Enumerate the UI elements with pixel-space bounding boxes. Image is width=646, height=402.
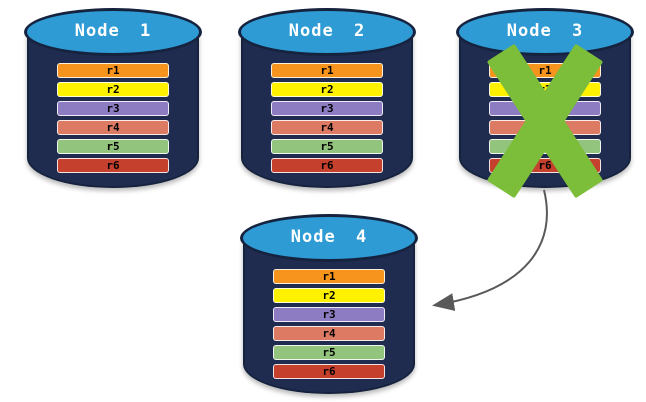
- replica-row-r6: r6: [57, 158, 169, 173]
- replica-row-r3: r3: [271, 101, 383, 116]
- node-4-title: Node 4: [290, 227, 368, 247]
- node-3-cylinder-top: Node 3: [456, 8, 634, 56]
- node-4-cylinder-top: Node 4: [240, 214, 418, 262]
- replica-row-r3: r3: [57, 101, 169, 116]
- node-1-title: Node 1: [74, 21, 152, 41]
- node-1-cylinder-top: Node 1: [24, 8, 202, 56]
- node-3-title: Node 3: [506, 21, 584, 41]
- replica-row-r6: r6: [273, 364, 385, 379]
- replica-row-r2: r2: [271, 82, 383, 97]
- replica-row-r1: r1: [57, 63, 169, 78]
- replica-row-r2: r2: [57, 82, 169, 97]
- replica-row-r2: r2: [273, 288, 385, 303]
- node-2-title: Node 2: [288, 21, 366, 41]
- node-1-replica-rows: r1 r2 r3 r4 r5 r6: [57, 63, 169, 177]
- node-1: Node 1 r1 r2 r3 r4 r5 r6: [24, 8, 202, 190]
- failure-x-icon: [486, 43, 604, 199]
- arrow-curve: [432, 189, 548, 311]
- replica-row-r5: r5: [273, 345, 385, 360]
- node-4-replica-rows: r1 r2 r3 r4 r5 r6: [273, 269, 385, 383]
- replica-row-r1: r1: [271, 63, 383, 78]
- node-2-replica-rows: r1 r2 r3 r4 r5 r6: [271, 63, 383, 177]
- replica-row-r4: r4: [271, 120, 383, 135]
- replica-row-r5: r5: [57, 139, 169, 154]
- node-2-cylinder-top: Node 2: [238, 8, 416, 56]
- node-4: Node 4 r1 r2 r3 r4 r5 r6: [240, 214, 418, 396]
- node-2: Node 2 r1 r2 r3 r4 r5 r6: [238, 8, 416, 190]
- replica-row-r5: r5: [271, 139, 383, 154]
- replica-row-r6: r6: [271, 158, 383, 173]
- replica-row-r1: r1: [273, 269, 385, 284]
- replica-row-r3: r3: [273, 307, 385, 322]
- replica-row-r4: r4: [57, 120, 169, 135]
- replica-row-r4: r4: [273, 326, 385, 341]
